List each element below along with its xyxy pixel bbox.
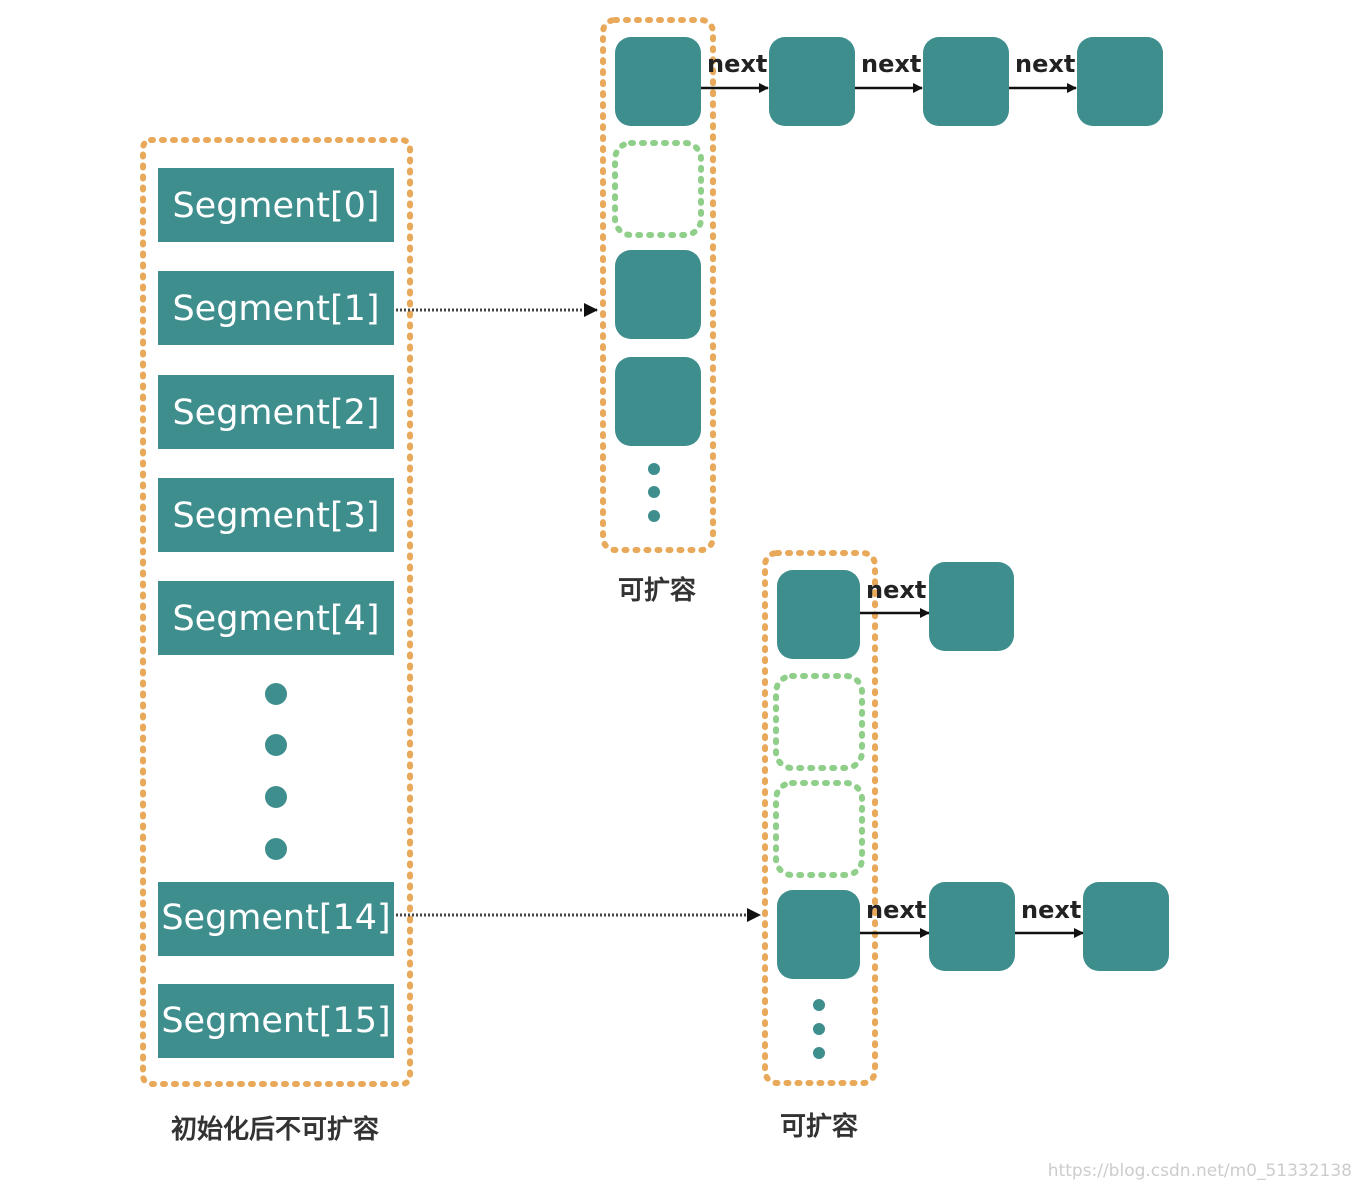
bucket-node: [777, 570, 860, 659]
bucket-node: [615, 37, 701, 126]
next-label: next: [707, 50, 767, 78]
hash-table-top: [600, 17, 716, 553]
segment-3: Segment[3]: [158, 478, 394, 552]
bucket-node: [615, 250, 701, 339]
caption-left: 初始化后不可扩容: [171, 1114, 379, 1145]
ellipsis-dot: [648, 510, 660, 522]
segment-label: Segment[14]: [161, 898, 390, 938]
segment-label: Segment[4]: [172, 599, 379, 639]
segment-label: Segment[15]: [161, 1001, 390, 1041]
segment-box: [158, 478, 394, 552]
segment-box: [158, 375, 394, 449]
caption-table-top: 可扩容: [618, 575, 696, 606]
segment-box: [158, 581, 394, 655]
segment-2: Segment[2]: [158, 375, 394, 449]
empty-bucket: [612, 140, 704, 238]
segment-1: Segment[1]: [158, 271, 394, 345]
segment-box: [158, 168, 394, 242]
ellipsis-dot: [265, 683, 287, 705]
bucket-node: [777, 890, 860, 979]
linked-chain-top: next next next: [701, 37, 1163, 126]
linked-chain-bottom-1: next: [860, 562, 1014, 651]
ellipsis-dot: [813, 999, 825, 1011]
segment-array: Segment[0] Segment[1] Segment[2] Segment…: [140, 137, 413, 1087]
caption-table-bottom: 可扩容: [780, 1111, 858, 1142]
watermark: https://blog.csdn.net/m0_51332138: [1048, 1161, 1352, 1181]
hash-table-top-border: [600, 17, 716, 553]
segment-box: [158, 271, 394, 345]
segment-label: Segment[3]: [172, 496, 379, 536]
empty-bucket: [773, 673, 865, 771]
segment-4: Segment[4]: [158, 581, 394, 655]
segment-label: Segment[2]: [172, 393, 379, 433]
chain-node: [1077, 37, 1163, 126]
next-label: next: [1021, 896, 1081, 924]
ellipsis-dot: [265, 838, 287, 860]
next-label: next: [866, 896, 926, 924]
hash-table-bottom-border: [762, 550, 878, 1086]
ellipsis-dot: [648, 486, 660, 498]
segment-14: Segment[14]: [158, 882, 394, 956]
next-label: next: [861, 50, 921, 78]
segment-15: Segment[15]: [158, 984, 394, 1058]
empty-bucket: [773, 780, 865, 878]
bucket-node: [615, 357, 701, 446]
chain-node: [1083, 882, 1169, 971]
chain-node: [929, 882, 1015, 971]
segment-box: [158, 984, 394, 1058]
segment-0: Segment[0]: [158, 168, 394, 242]
next-label: next: [866, 576, 926, 604]
ellipsis-dot: [813, 1047, 825, 1059]
chain-node: [769, 37, 855, 126]
ellipsis-dot: [813, 1023, 825, 1035]
segment-label: Segment[0]: [172, 186, 379, 226]
chain-node: [929, 562, 1014, 651]
next-label: next: [1015, 50, 1075, 78]
segment-box: [158, 882, 394, 956]
ellipsis-dot: [265, 786, 287, 808]
ellipsis-dot: [265, 734, 287, 756]
linked-chain-bottom-2: next next: [860, 882, 1169, 971]
ellipsis-dot: [648, 463, 660, 475]
ellipsis-dots: [265, 683, 287, 860]
chain-node: [923, 37, 1009, 126]
hash-table-bottom: [762, 550, 878, 1086]
segment-array-border: [140, 137, 413, 1087]
segment-label: Segment[1]: [172, 289, 379, 329]
